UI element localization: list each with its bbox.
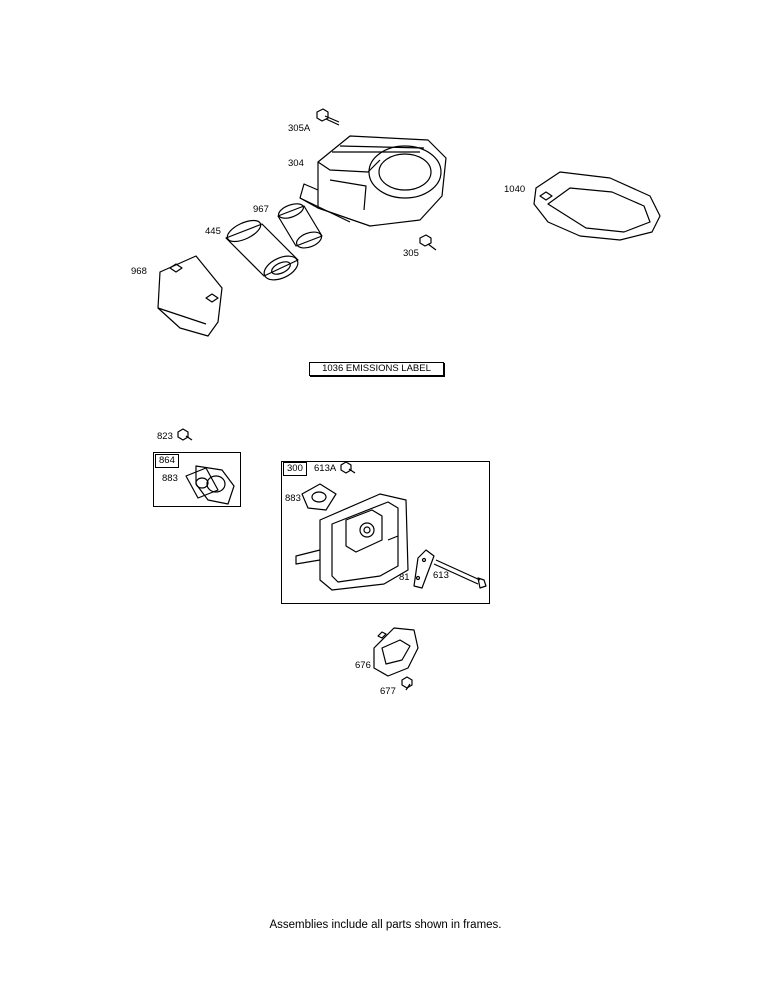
footer-note: Assemblies include all parts shown in fr… <box>269 919 502 931</box>
label-305: 305 <box>403 248 419 259</box>
label-613a: 613A <box>314 463 337 474</box>
screw-613a-part <box>340 461 356 474</box>
emissions-label-box: 1036 EMISSIONS LABEL <box>309 362 444 376</box>
bolt-613-part <box>433 559 487 589</box>
screw-305-part <box>419 234 437 251</box>
screw-677-part <box>401 676 413 691</box>
assembly-frame-300 <box>281 461 490 604</box>
label-81: 81 <box>399 572 410 583</box>
guard-1040-part <box>533 171 661 241</box>
label-677: 677 <box>380 686 396 697</box>
label-304: 304 <box>288 158 304 169</box>
label-967: 967 <box>253 204 269 215</box>
filter-967-part <box>277 203 323 249</box>
label-1040: 1040 <box>504 184 526 195</box>
label-300: 300 <box>283 462 307 476</box>
filter-445-part <box>225 219 299 281</box>
label-864: 864 <box>155 454 179 468</box>
flange-864-part <box>185 465 235 505</box>
label-968: 968 <box>131 266 147 277</box>
muffler-guard-676-part <box>373 627 419 677</box>
blower-housing-304-part <box>299 135 447 227</box>
bolt-305a-part <box>316 108 340 126</box>
label-445: 445 <box>205 226 221 237</box>
label-613: 613 <box>433 570 449 581</box>
label-676: 676 <box>355 660 371 671</box>
muffler-part <box>295 493 409 591</box>
gasket-883-part <box>301 483 337 511</box>
label-883-a: 883 <box>162 473 178 484</box>
cover-968-part <box>157 255 223 337</box>
label-823: 823 <box>157 431 173 442</box>
label-883-b: 883 <box>285 493 301 504</box>
label-305a: 305A <box>288 123 311 134</box>
assembly-frame-864 <box>153 452 241 507</box>
screw-823-part <box>177 428 193 441</box>
plate-81-part <box>413 549 435 589</box>
